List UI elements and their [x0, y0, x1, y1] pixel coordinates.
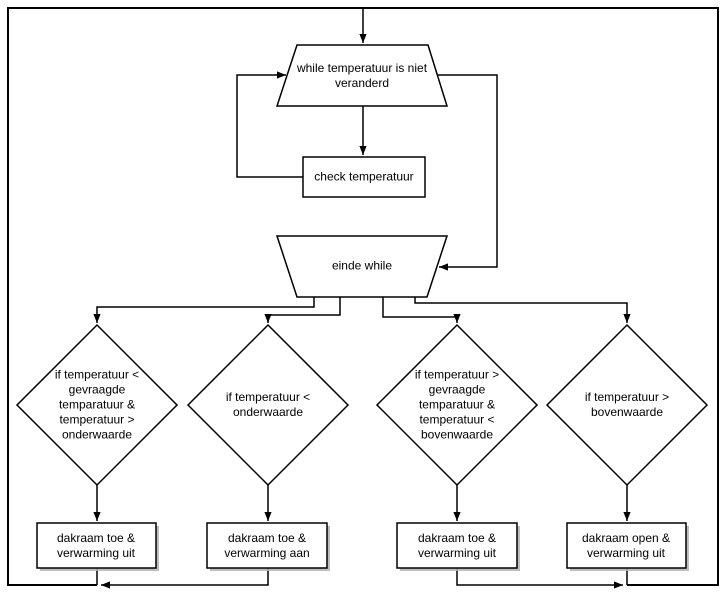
action-1-label: dakraam toe & verwarming uit: [56, 531, 136, 560]
condition-2-label: if temperatuur < onderwaarde: [225, 390, 311, 419]
while-trapezoid: [275, 44, 449, 107]
while-node-label: while temperatuur is niet veranderd: [296, 61, 428, 90]
connector-einde-to-cond2: [264, 297, 341, 323]
connector-einde-to-cond3: [382, 297, 461, 323]
action-rect-3: [396, 522, 518, 569]
einde-trapezoid: [275, 235, 449, 298]
condition-1-label: if temperatuur < gevraagde temparatuur &…: [54, 367, 140, 442]
connector-einde-to-cond1: [93, 297, 315, 323]
einde-node-label: einde while: [331, 258, 393, 273]
condition-diamond-2: [186, 323, 350, 487]
connector-action3-merge-right: [456, 568, 623, 589]
action-rect-1: [36, 522, 157, 569]
connector-action2-merge-left: [101, 568, 269, 589]
action-rect-4: [566, 522, 687, 569]
connector-einde-to-cond4: [414, 297, 631, 323]
check-node-label: check temperatuur: [314, 169, 414, 184]
connector-while-to-einde: [438, 74, 498, 271]
connectors: [93, 8, 631, 589]
connector-check-to-while-loopback: [236, 71, 303, 178]
action-4-label: dakraam open & verwarming uit: [581, 531, 671, 560]
action-2-label: dakraam toe & verwarming aan: [224, 531, 310, 560]
check-rect: [302, 156, 426, 198]
condition-diamond-1: [15, 323, 179, 487]
condition-4-label: if temperatuur > bovenwaarde: [584, 390, 670, 419]
condition-diamond-3: [375, 323, 539, 487]
condition-3-label: if temperatuur > gevraagde temparatuur &…: [414, 367, 500, 442]
shapes: [15, 44, 709, 571]
action-3-label: dakraam toe & verwarming uit: [417, 531, 497, 560]
action-rect-2: [206, 522, 328, 569]
condition-diamond-4: [545, 323, 709, 487]
